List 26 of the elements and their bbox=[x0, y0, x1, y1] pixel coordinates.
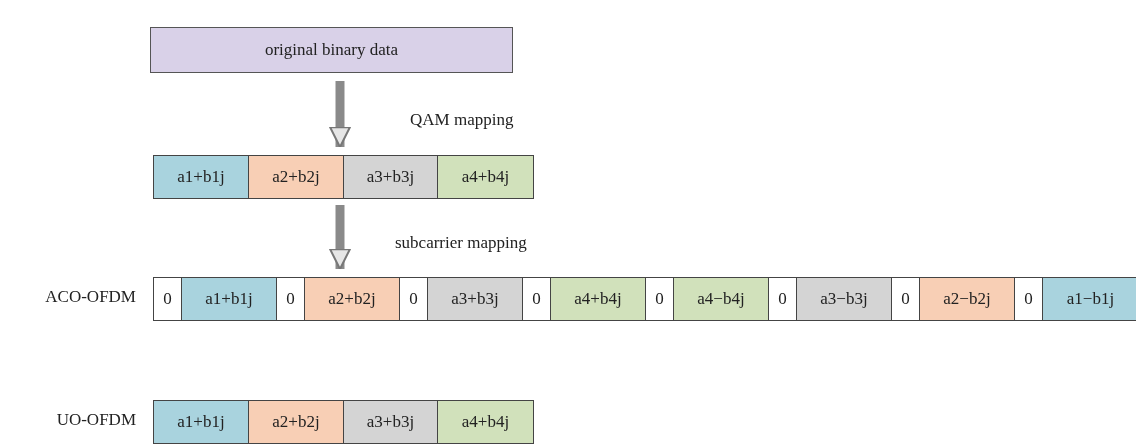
arrow bbox=[329, 205, 351, 270]
row-label: UO-OFDM bbox=[56, 410, 136, 430]
symbol-cell: a1+b1j bbox=[154, 156, 249, 198]
arrow bbox=[329, 81, 351, 148]
symbol-sequence-bar bbox=[153, 277, 1136, 321]
symbol-cell: a2+b2j bbox=[305, 278, 400, 320]
edge-label: QAM mapping bbox=[410, 110, 514, 130]
symbol-cell: a4+b4j bbox=[551, 278, 646, 320]
symbol-cell: a3+b3j bbox=[344, 401, 438, 443]
symbol-cell: a2−b2j bbox=[920, 278, 1015, 320]
symbol-cell: a1+b1j bbox=[154, 401, 249, 443]
symbol-cell: a4−b4j bbox=[674, 278, 769, 320]
symbol-cell: a3+b3j bbox=[344, 156, 438, 198]
symbol-cell: a4+b4j bbox=[438, 156, 533, 198]
symbol-cell: a2+b2j bbox=[249, 401, 344, 443]
symbol-cell: a1−b1j bbox=[1043, 278, 1136, 320]
symbol-sequence-bar bbox=[153, 400, 534, 444]
edge-label: subcarrier mapping bbox=[395, 233, 527, 253]
symbol-cell: a3−b3j bbox=[797, 278, 892, 320]
symbol-cell: a4+b4j bbox=[438, 401, 533, 443]
symbol-cell: a1+b1j bbox=[182, 278, 277, 320]
symbol-sequence-bar bbox=[153, 155, 534, 199]
symbol-cell: a2+b2j bbox=[249, 156, 344, 198]
data-box: original binary data bbox=[150, 27, 513, 73]
symbol-cell: a3+b3j bbox=[428, 278, 523, 320]
row-label: ACO-OFDM bbox=[45, 287, 136, 307]
